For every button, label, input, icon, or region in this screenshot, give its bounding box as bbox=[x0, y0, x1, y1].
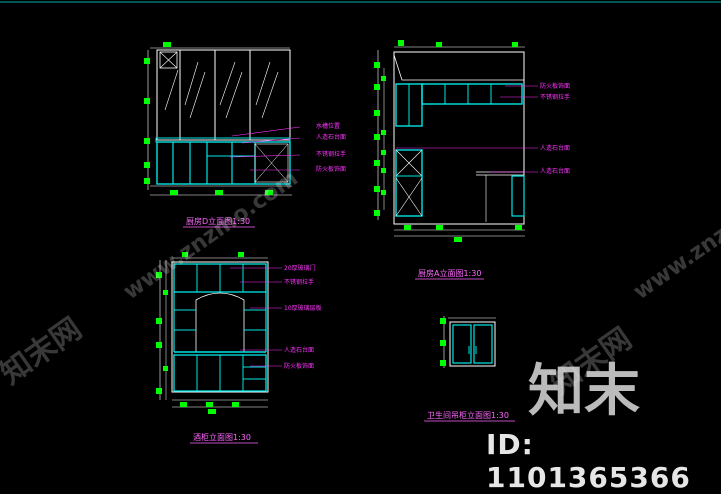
watermark-brand: 知末 bbox=[528, 359, 640, 424]
kitchen-d-label-3: 防火板饰面 bbox=[316, 165, 346, 173]
bathroom-cabinet-title: 卫生间吊柜立面图1:30 bbox=[427, 410, 509, 420]
kitchen-d-label-2: 不锈钢拉手 bbox=[316, 150, 346, 158]
wine-cabinet-label-2: 10厚玻璃层板 bbox=[284, 304, 322, 312]
wine-cabinet-elevation: 20厚玻璃门 不锈钢拉手 10厚玻璃层板 人造石台面 防火板饰面 酒柜立面图1:… bbox=[156, 252, 322, 444]
bathroom-cabinet-elevation: 卫生间吊柜立面图1:30 bbox=[424, 316, 515, 422]
watermark-id: ID: 1101365366 bbox=[486, 428, 691, 494]
kitchen-d-elevation: 水槽位置 人造石台面 不锈钢拉手 防火板饰面 厨房D立面图1:30 bbox=[144, 42, 346, 228]
kitchen-d-label-0: 水槽位置 bbox=[316, 122, 340, 130]
wine-cabinet-label-3: 人造石台面 bbox=[284, 346, 314, 354]
kitchen-a-elevation: 防火板饰面 不锈钢拉手 人造石台面 人造石台面 厨房A立面图1:30 bbox=[374, 40, 570, 280]
kitchen-a-label-0: 防火板饰面 bbox=[540, 82, 570, 90]
kitchen-a-label-1: 不锈钢拉手 bbox=[540, 93, 570, 101]
kitchen-d-label-1: 人造石台面 bbox=[316, 133, 346, 141]
wine-cabinet-title: 酒柜立面图1:30 bbox=[193, 432, 251, 442]
kitchen-d-title: 厨房D立面图1:30 bbox=[186, 216, 250, 226]
wine-cabinet-label-4: 防火板饰面 bbox=[284, 362, 314, 370]
kitchen-a-title: 厨房A立面图1:30 bbox=[418, 268, 481, 278]
kitchen-a-label-2: 人造石台面 bbox=[540, 144, 570, 152]
kitchen-a-label-3: 人造石台面 bbox=[540, 167, 570, 175]
wine-cabinet-label-0: 20厚玻璃门 bbox=[284, 264, 316, 272]
wine-cabinet-label-1: 不锈钢拉手 bbox=[284, 278, 314, 286]
